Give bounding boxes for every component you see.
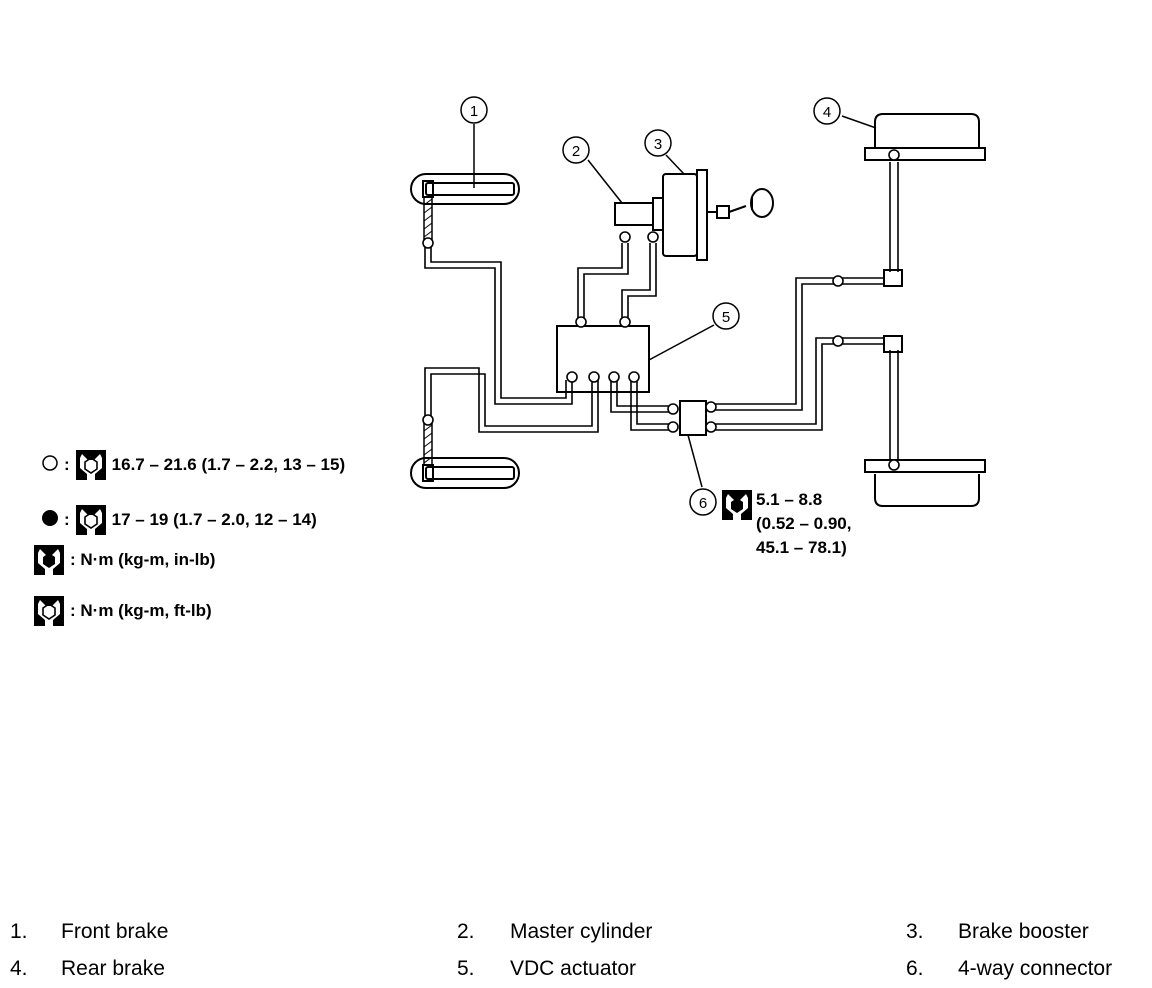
open-circle-icon <box>40 453 60 478</box>
legend-colon: : <box>64 455 70 474</box>
brake-pipes <box>424 162 899 460</box>
wrench-open-icon <box>75 450 106 480</box>
callout-2 <box>562 136 590 164</box>
callout-1 <box>460 96 488 124</box>
four-way-connector <box>679 400 707 436</box>
part-number: 4. <box>10 957 28 980</box>
rear-brake-top <box>864 113 986 161</box>
part-name: Front brake <box>61 920 169 943</box>
part-number: 5. <box>457 957 475 980</box>
part-name: Rear brake <box>61 957 165 980</box>
front-brake-bottom <box>410 457 520 489</box>
callout-6-label: 6 <box>699 495 707 512</box>
wrench-solid-icon <box>34 545 64 575</box>
part-number: 3. <box>906 920 924 943</box>
part-name: VDC actuator <box>510 957 637 980</box>
callout-2-label: 2 <box>572 143 580 160</box>
legend-ft-lb: : N·m (kg-m, ft-lb) <box>34 596 212 626</box>
part-number: 1. <box>10 920 28 943</box>
callout-5 <box>712 302 740 330</box>
brake-booster <box>662 173 698 257</box>
legend-in-lb-value: : N·m (kg-m, in-lb) <box>70 550 216 569</box>
legend-ft-lb-value: : N·m (kg-m, ft-lb) <box>70 601 212 620</box>
callout-3 <box>644 129 672 157</box>
callout-5-label: 5 <box>722 309 730 326</box>
filled-circle-icon <box>40 508 60 533</box>
legend-filled-circle: : 17 – 19 (1.7 – 2.0, 12 – 14) <box>40 505 317 535</box>
part-number: 2. <box>457 920 475 943</box>
part-number: 6. <box>906 957 924 980</box>
part-name: Master cylinder <box>510 920 653 943</box>
rear-brake-bottom <box>864 459 986 507</box>
front-brake-top <box>410 173 520 205</box>
callout-6 <box>689 488 717 516</box>
connector-torque-line-1: 5.1 – 8.8 <box>756 490 823 509</box>
master-cylinder <box>614 202 654 226</box>
legend-in-lb: : N·m (kg-m, in-lb) <box>34 545 215 575</box>
legend-filled-circle-value: 17 – 19 (1.7 – 2.0, 12 – 14) <box>111 510 317 529</box>
callout-3-label: 3 <box>654 136 662 153</box>
part-name: Brake booster <box>958 920 1089 943</box>
legend-colon: : <box>64 510 70 529</box>
vdc-actuator <box>556 325 650 393</box>
connector-torque-line-3: 45.1 – 78.1) <box>756 538 847 557</box>
part-name: 4-way connector <box>958 957 1113 980</box>
legend-open-circle: : 16.7 – 21.6 (1.7 – 2.2, 13 – 15) <box>40 450 345 480</box>
wrench-open-icon <box>75 505 106 535</box>
legend-open-circle-value: 16.7 – 21.6 (1.7 – 2.2, 13 – 15) <box>111 455 346 474</box>
callout-4 <box>813 97 841 125</box>
connector-torque-line-2: (0.52 – 0.90, <box>756 514 852 533</box>
connector-torque-spec: 5.1 – 8.8 (0.52 – 0.90, 45.1 – 78.1) <box>722 488 851 560</box>
callout-1-label: 1 <box>470 103 478 120</box>
callout-4-label: 4 <box>823 104 831 121</box>
wrench-solid-icon <box>722 490 752 520</box>
wrench-open-icon <box>34 596 64 626</box>
